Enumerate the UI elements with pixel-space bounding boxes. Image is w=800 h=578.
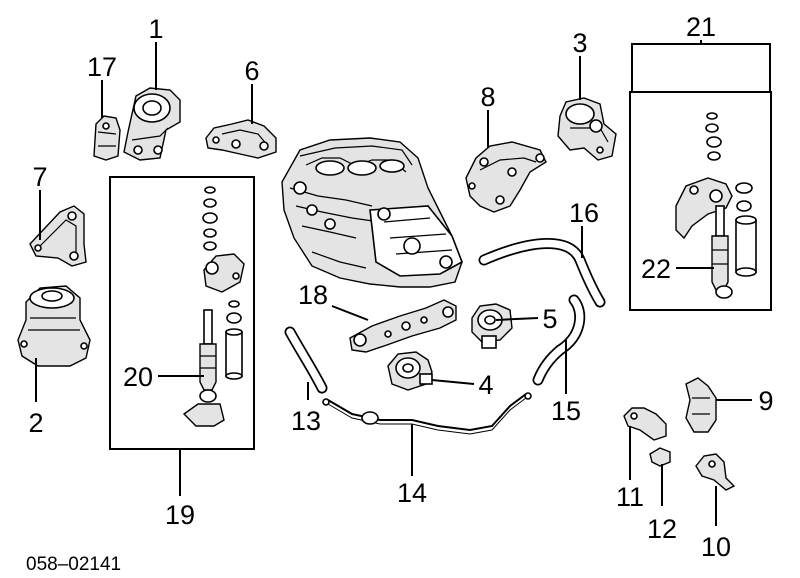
part-18-torque-rod [349, 299, 457, 353]
part-19-actuator-assembly [202, 186, 245, 380]
part-11-clamp [623, 407, 667, 441]
part-15-hose [532, 294, 586, 386]
part-6-mount-bracket [205, 119, 277, 159]
callout-21: 21 [686, 12, 716, 42]
part-13-hose [284, 326, 328, 394]
part-5-mount [471, 303, 513, 349]
callout-3: 3 [572, 28, 587, 58]
part-21-actuator-assembly [675, 112, 757, 277]
callout-15: 15 [551, 396, 581, 426]
part-12-clamp [649, 447, 671, 467]
callout-9: 9 [758, 386, 773, 416]
callout-16: 16 [569, 198, 599, 228]
callout-2: 2 [28, 408, 43, 438]
group-box-21 [629, 91, 772, 311]
part-3-engine-mount [557, 97, 617, 161]
part-16-hose [478, 238, 606, 308]
callout-22: 22 [641, 254, 671, 284]
callout-18: 18 [298, 280, 328, 310]
part-2-rear-engine-mount [17, 285, 91, 367]
callout-20: 20 [123, 362, 153, 392]
part-4-mount [387, 351, 433, 391]
callout-11: 11 [616, 482, 644, 512]
part-10-clamp [695, 453, 736, 491]
part-9-clamp [685, 377, 717, 433]
callout-19: 19 [165, 500, 195, 530]
callout-1: 1 [148, 14, 163, 44]
part-1-front-engine-mount [123, 87, 181, 161]
callout-17: 17 [87, 52, 117, 82]
part-14-pipe [322, 392, 532, 435]
callout-12: 12 [647, 514, 677, 544]
part-7-bracket [29, 205, 87, 267]
leader-4 [431, 379, 475, 385]
callout-8: 8 [480, 82, 495, 112]
callout-6: 6 [244, 56, 259, 86]
engine-block [281, 137, 463, 288]
callout-13: 13 [291, 406, 321, 436]
callout-4: 4 [478, 370, 493, 400]
callout-10: 10 [701, 532, 731, 562]
group-box-19 [109, 176, 255, 450]
leader-21 [631, 43, 771, 92]
part-8-bracket [465, 141, 547, 213]
leader-5 [495, 317, 539, 321]
callout-14: 14 [397, 478, 427, 508]
diagram-code: 058–02141 [26, 554, 121, 575]
leader-lines [35, 40, 771, 526]
part-17-bracket [93, 115, 121, 161]
callout-5: 5 [542, 304, 557, 334]
callout-7: 7 [32, 162, 47, 192]
part-22-valve-body [711, 205, 733, 299]
part-20-valve-body [182, 309, 225, 427]
leader-18 [331, 305, 369, 321]
